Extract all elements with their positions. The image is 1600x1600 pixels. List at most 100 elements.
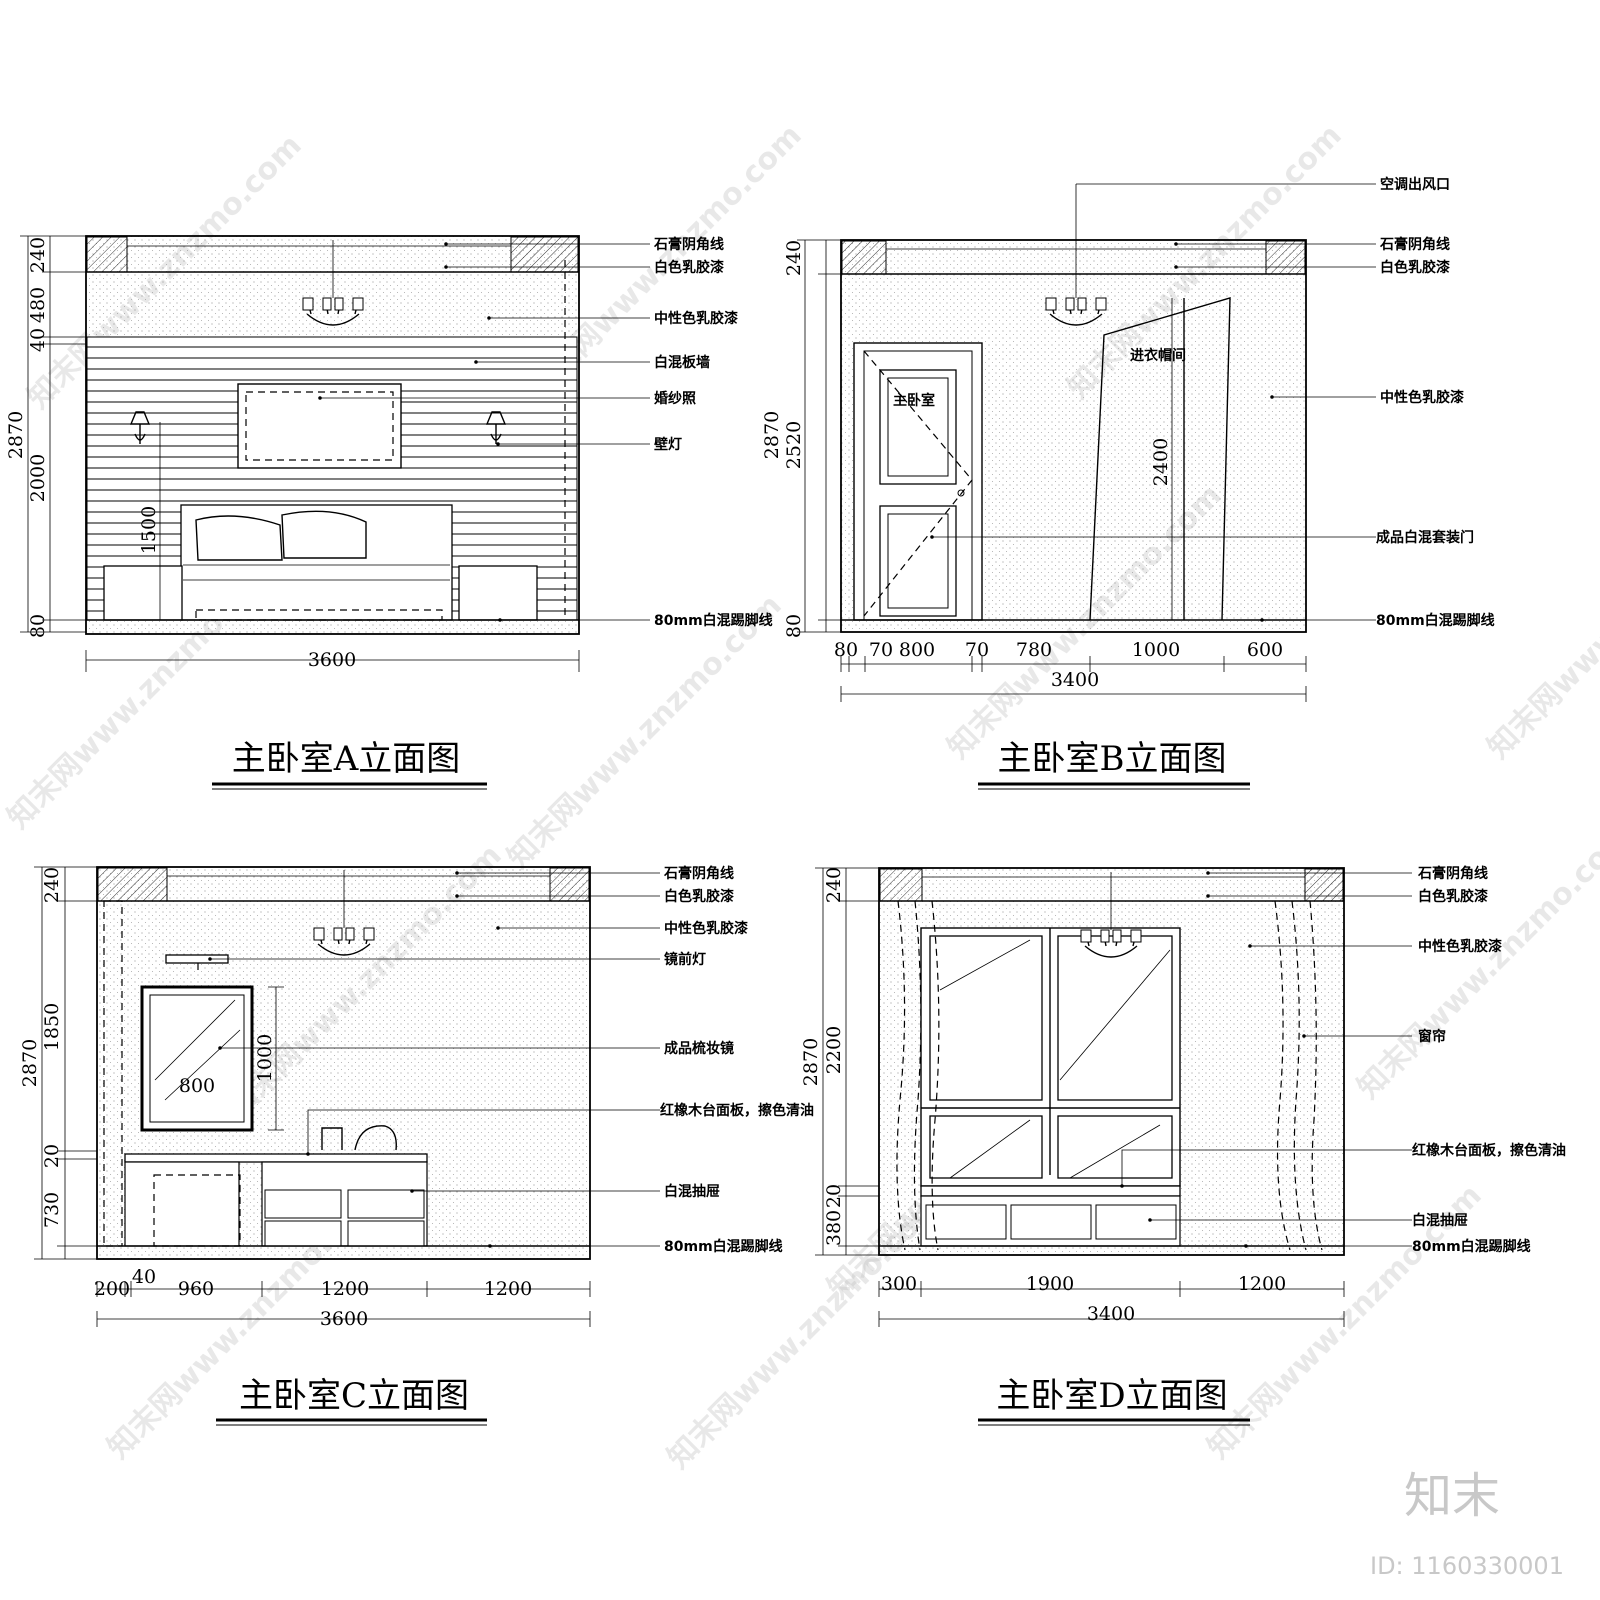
dim-label: 3400 (1051, 669, 1099, 691)
chandelier-icon (1045, 240, 1107, 326)
ceiling-hatch (510, 236, 579, 273)
dim-label: 20 (41, 1144, 63, 1168)
dim-label: 2400 (1150, 438, 1172, 486)
nightstand (458, 565, 538, 621)
id-label: ID: 1160330001 (1370, 1552, 1564, 1580)
dim-label: 80 (783, 614, 805, 638)
elevation-title: 主卧室B立面图 (998, 739, 1227, 779)
callout-label: 中性色乳胶漆 (1380, 389, 1464, 406)
dim-label: 240 (783, 240, 805, 276)
dim-label: 1900 (1026, 1273, 1074, 1295)
dim-label: 1200 (321, 1278, 369, 1300)
dim-label: 800 (179, 1075, 215, 1097)
dim-label: 960 (178, 1278, 214, 1300)
vanity-mirror (140, 985, 254, 1132)
dim-label: 1500 (138, 506, 160, 554)
callout-label: 白色乳胶漆 (654, 259, 724, 276)
wall-lamp-icon (485, 411, 507, 444)
leader-lines (930, 183, 1376, 622)
elevation-c: 240 1850 2870 20 730 1000 800 200 40 960… (19, 865, 814, 1426)
callout-label: 80mm白混踢脚线 (654, 612, 773, 629)
dimensions (815, 867, 1345, 1327)
dim-label: 1850 (41, 1003, 63, 1051)
dim-label: 1200 (484, 1278, 532, 1300)
elevation-title: 主卧室C立面图 (239, 1376, 469, 1416)
leader-lines (208, 871, 660, 1248)
dim-label: 200 (94, 1278, 130, 1300)
door (853, 342, 983, 621)
curtain-left (896, 900, 940, 1251)
dim-label: 70 (869, 639, 893, 661)
dim-label: 240 (41, 867, 63, 903)
dim-label: 1000 (254, 1034, 276, 1082)
dim-label: 2870 (19, 1039, 41, 1087)
window (920, 927, 1181, 1187)
watermark-text: 知末网www.znzmo.com (1481, 478, 1600, 766)
callout-label: 白色乳胶漆 (1418, 888, 1488, 905)
dim-label: 40 (132, 1266, 156, 1288)
chandelier-icon (1080, 872, 1142, 958)
callout-label: 成品白混套装门 (1376, 529, 1474, 546)
dim-label: 3600 (308, 649, 356, 671)
elevation-b: 240 2870 2520 2400 80 80 70 800 70 780 1… (761, 176, 1495, 790)
callout-label: 红橡木台面板，擦色清油 (660, 1102, 814, 1119)
callout-label: 80mm白混踢脚线 (664, 1238, 783, 1255)
elevation-title: 主卧室A立面图 (232, 739, 461, 779)
callout-label: 白色乳胶漆 (1380, 259, 1450, 276)
curtain-right (1274, 900, 1323, 1251)
ceiling-hatch (86, 236, 128, 273)
chandelier-icon (302, 240, 364, 326)
callout-label: 婚纱照 (654, 390, 696, 407)
dim-label: 2200 (823, 1026, 845, 1074)
callout-label: 中性色乳胶漆 (1418, 938, 1502, 955)
elevation-a: 240 480 40 2870 2000 1500 80 3600 石膏阴角线 … (5, 235, 773, 790)
door-label: 主卧室 (893, 392, 935, 409)
callout-label: 中性色乳胶漆 (654, 310, 738, 327)
dim-label: 3600 (320, 1308, 368, 1330)
dim-label: 80 (834, 639, 858, 661)
dimensions (20, 235, 580, 672)
dim-label: 40 (27, 328, 49, 352)
callout-label: 石膏阴角线 (663, 865, 734, 882)
nightstand (103, 565, 183, 621)
callout-label: 80mm白混踢脚线 (1412, 1238, 1531, 1255)
callout-label: 镜前灯 (664, 951, 706, 968)
callout-label: 石膏阴角线 (1379, 236, 1450, 253)
callout-label: 空调出风口 (1380, 176, 1450, 193)
window-bench (920, 1185, 1181, 1247)
dim-label: 20 (823, 1184, 845, 1208)
bed (103, 504, 538, 621)
brand-logo: 知末 (1404, 1468, 1500, 1524)
callout-label: 红橡木台面板，擦色清油 (1412, 1142, 1566, 1159)
callout-label: 成品梳妆镜 (664, 1040, 734, 1057)
dim-label: 2870 (5, 411, 27, 459)
callout-label: 中性色乳胶漆 (664, 920, 748, 937)
room-label: 进衣帽间 (1130, 347, 1186, 364)
dimensions (34, 866, 591, 1327)
dim-label: 600 (1247, 639, 1283, 661)
callout-label: 石膏阴角线 (1417, 865, 1488, 882)
dim-label: 2870 (761, 411, 783, 459)
callout-label: 石膏阴角线 (653, 236, 724, 253)
callout-label: 壁灯 (654, 436, 682, 453)
dim-label: 1200 (1238, 1273, 1286, 1295)
chandelier-icon (313, 870, 375, 956)
dim-label: 70 (965, 639, 989, 661)
dim-label: 800 (899, 639, 935, 661)
elevation-title: 主卧室D立面图 (996, 1376, 1227, 1416)
callout-label: 白混抽屉 (664, 1183, 720, 1200)
dim-label: 240 (27, 237, 49, 273)
callout-label: 80mm白混踢脚线 (1376, 612, 1495, 629)
dim-label: 240 (823, 867, 845, 903)
dim-label: 2520 (783, 421, 805, 469)
dim-label: 3400 (1087, 1303, 1135, 1325)
dim-label: 380 (823, 1210, 845, 1246)
dim-label: 300 (881, 1273, 917, 1295)
dim-label: 80 (27, 614, 49, 638)
leader-lines (318, 242, 650, 622)
dim-label: 2000 (27, 454, 49, 502)
dim-label: 1000 (1132, 639, 1180, 661)
dim-label: 780 (1016, 639, 1052, 661)
